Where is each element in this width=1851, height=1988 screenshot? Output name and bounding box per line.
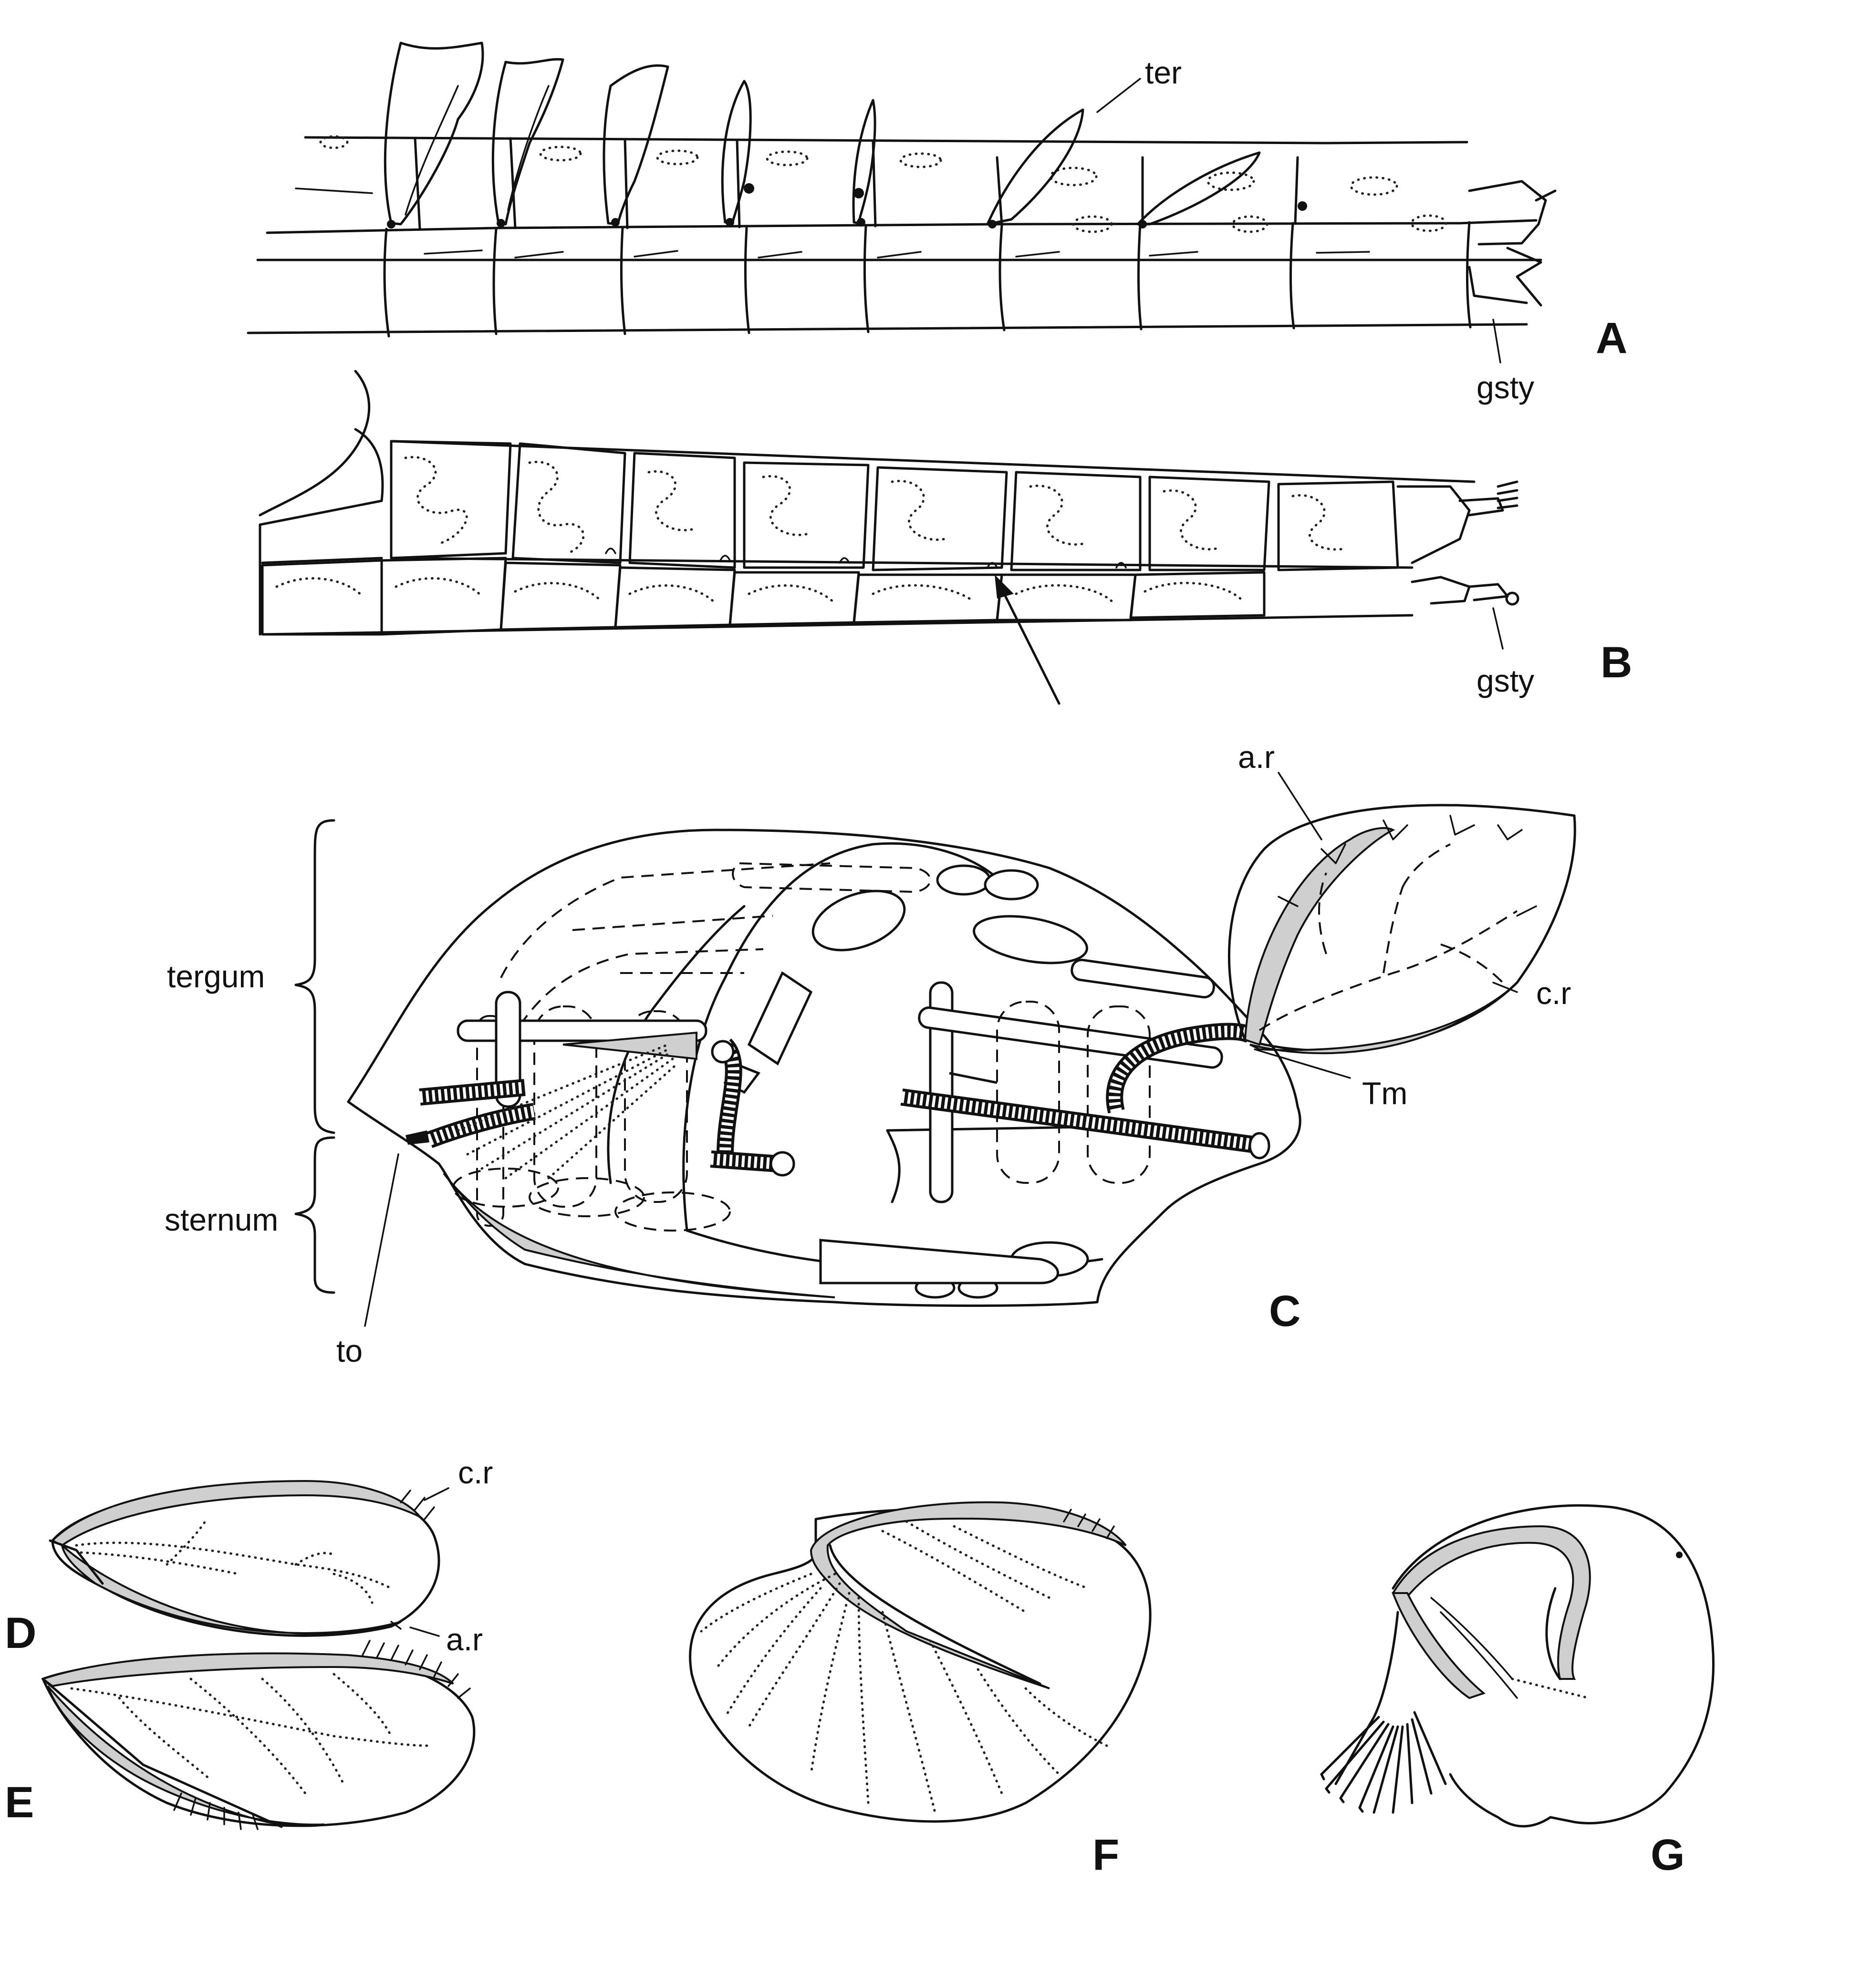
panel-g-drawing [1320,1504,1715,1828]
panel-c-drawing [294,772,1576,1327]
panel-label-f: F [1092,1831,1119,1879]
label-tergum: tergum [167,959,265,994]
panel-label-b: B [1601,638,1632,687]
panel-label-e: E [5,1778,34,1827]
panel-label-a: A [1596,314,1627,362]
label-ar-c: a.r [1238,739,1275,775]
panel-d-drawing [49,1480,449,1637]
panel-f-drawing [689,1501,1152,1823]
panel-b-drawing [259,370,1519,705]
label-ter: ter [1145,55,1182,90]
label-tm: Tm [1362,1076,1407,1111]
panel-label-c: C [1269,1287,1300,1336]
panel-e-drawing [41,1640,476,1830]
label-to: to [336,1333,363,1368]
label-gsty-a: gsty [1477,370,1534,405]
label-ar-d: a.r [446,1622,483,1657]
label-sternum: sternum [165,1202,278,1237]
label-cr-c: c.r [1536,975,1571,1011]
panel-label-d: D [5,1609,36,1657]
label-gsty-b: gsty [1477,663,1534,698]
panel-a-drawing [247,41,1557,363]
panel-label-g: G [1651,1831,1685,1879]
label-cr-d: c.r [458,1455,493,1490]
